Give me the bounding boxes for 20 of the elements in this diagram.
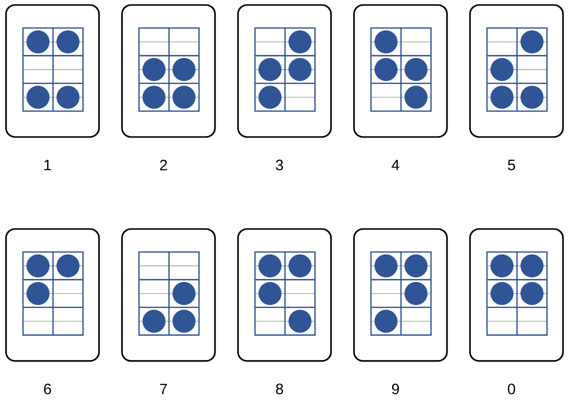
- card: [237, 228, 332, 362]
- digit-label: 1: [44, 160, 51, 170]
- digit-label: 9: [392, 384, 399, 394]
- card: [353, 4, 448, 138]
- card: [237, 4, 332, 138]
- digit-label: 7: [160, 384, 167, 394]
- digit-label: 0: [508, 384, 516, 394]
- card: [121, 228, 216, 362]
- digit-label: 4: [392, 160, 400, 170]
- card: [353, 228, 448, 362]
- digit-label: 3: [276, 160, 284, 170]
- digit-label: 5: [508, 160, 516, 170]
- card: [5, 228, 100, 362]
- digit-label: 8: [276, 384, 284, 394]
- digit-label: 2: [160, 160, 167, 170]
- card: [5, 4, 100, 138]
- card: [469, 228, 564, 362]
- card: [121, 4, 216, 138]
- digit-label: 6: [44, 384, 52, 394]
- card: [469, 4, 564, 138]
